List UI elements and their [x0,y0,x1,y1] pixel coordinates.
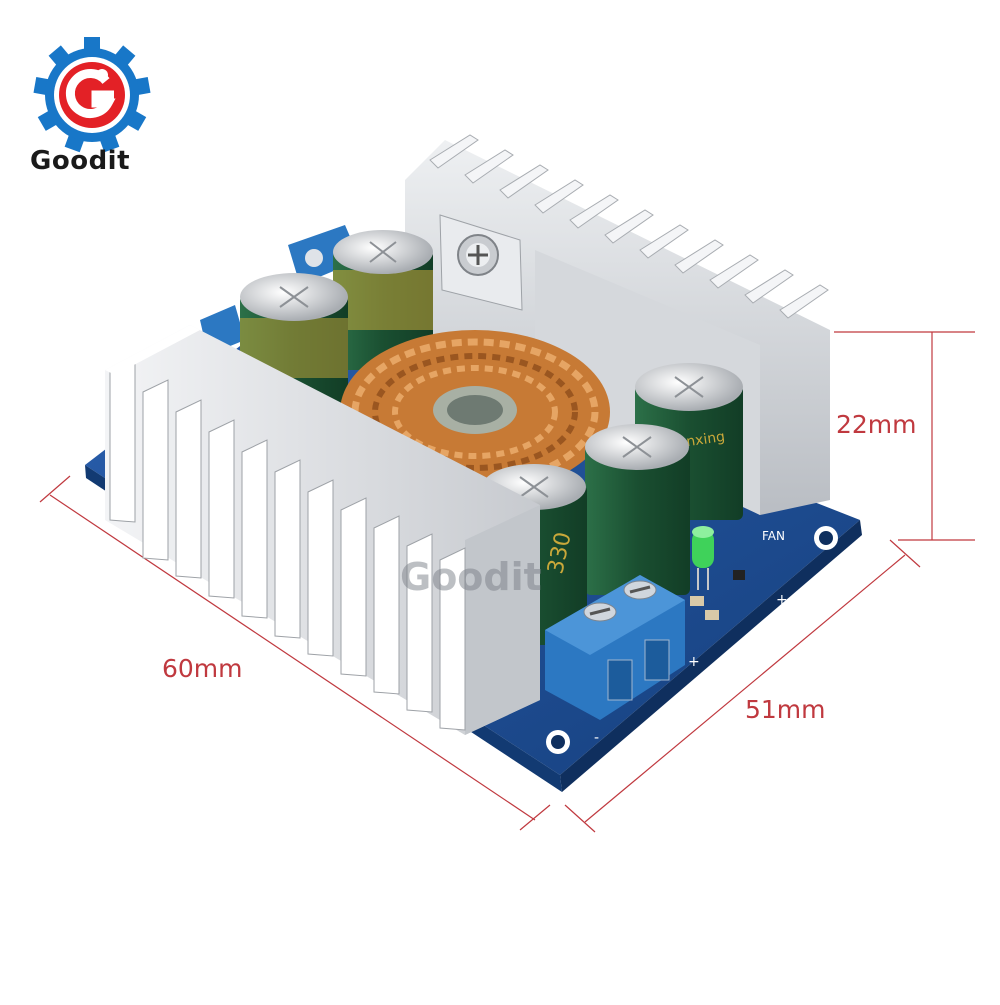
logo-icon [33,37,151,153]
minus-marking: - [594,730,599,746]
plus-marking-2: + [688,654,700,670]
screw-terminal [545,575,685,720]
front-heatsink [105,325,540,735]
height-dimension-label: 22mm [836,410,917,439]
fan-marking: FAN [762,529,785,543]
brand-name: Goodit [30,146,131,176]
length-dimension-label: 60mm [162,654,243,683]
green-led [692,526,714,590]
width-dimension-label: 51mm [745,695,826,724]
dimension-lines [39,331,975,833]
watermark-text: Goodit [400,555,542,599]
plus-marking: + [776,592,788,608]
